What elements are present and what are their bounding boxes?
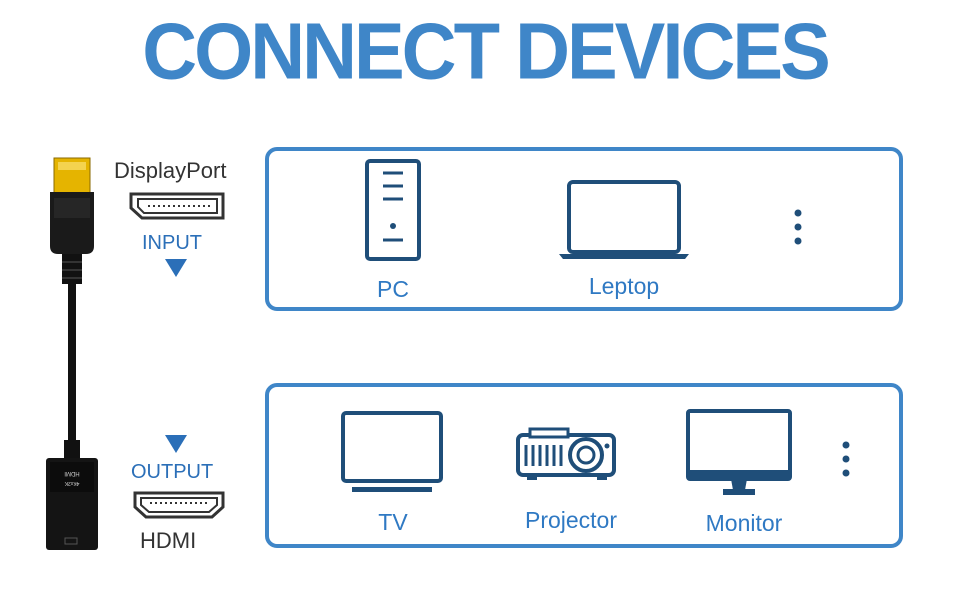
- output-devices-panel: [265, 383, 903, 548]
- projector-icon: [516, 427, 616, 480]
- device-label-pc: PC: [377, 276, 409, 302]
- hdmi-label: HDMI: [140, 528, 197, 553]
- displayport-port-icon: [129, 192, 225, 220]
- page-title: CONNECT DEVICES: [142, 6, 831, 97]
- laptop-icon: [559, 180, 689, 259]
- monitor-icon: [686, 409, 792, 495]
- displayport-label: DisplayPort: [114, 158, 227, 183]
- output-arrow-icon: [165, 435, 187, 453]
- input-label: INPUT: [142, 232, 202, 254]
- adapter-text-4k: 4Kx2K: [64, 480, 79, 486]
- displayport-to-hdmi-adapter-icon: HDMI 4Kx2K: [46, 157, 98, 550]
- adapter-text-hdmi: HDMI: [64, 470, 80, 476]
- output-label: OUTPUT: [131, 461, 214, 483]
- input-devices-panel: [265, 147, 903, 311]
- more-icon: [842, 441, 850, 477]
- device-label-laptop: Leptop: [588, 273, 660, 299]
- tv-icon: [341, 411, 443, 492]
- device-label-tv: TV: [378, 509, 408, 535]
- device-label-monitor: Monitor: [705, 510, 783, 536]
- input-arrow-icon: [165, 259, 187, 277]
- more-icon: [794, 209, 802, 245]
- hdmi-port-icon: [133, 491, 225, 519]
- device-label-projector: Projector: [524, 507, 618, 533]
- pc-tower-icon: [365, 159, 421, 261]
